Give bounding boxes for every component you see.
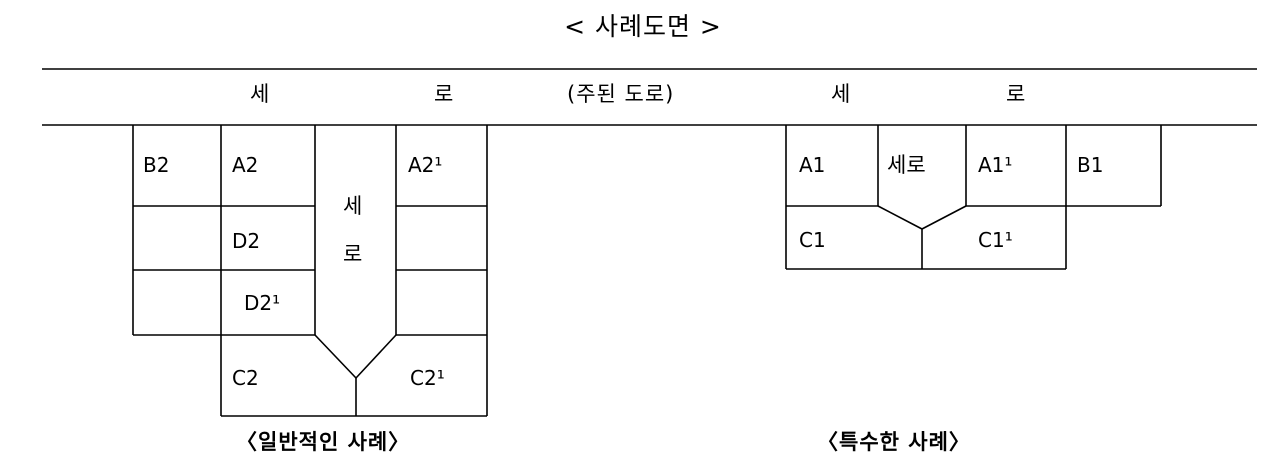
cell-a1-prime: A1¹ [978,153,1013,177]
main-road-label-ro-right: 로 [1006,82,1027,106]
special-side-road-label: 세로 [887,153,926,177]
side-road-label-se: 세 [343,194,363,218]
cell-a1: A1 [799,153,826,177]
special-v-left [877,205,923,230]
cell-a2-prime: A2¹ [408,153,443,177]
general-case-caption: 〈일반적인 사례〉 [236,430,411,454]
cell-b1: B1 [1077,153,1104,177]
main-road-label-center: (주된 도로) [567,82,675,106]
general-v-left [314,334,357,379]
cell-c1: C1 [799,228,826,252]
diagram-title: < 사례도면 > [564,12,722,41]
cell-a2: A2 [232,153,259,177]
main-road-label-se-right: 세 [831,82,852,106]
side-road-label-ro: 로 [343,242,363,266]
cell-d2: D2 [232,229,261,253]
general-v-right [355,334,397,379]
main-road-label-se-left: 세 [250,82,271,106]
cell-c2-prime: C2¹ [410,366,445,390]
special-v-right [921,205,967,230]
cell-d2-prime: D2¹ [244,291,281,315]
cell-c1-prime: C1¹ [978,228,1013,252]
main-road-label-ro-left: 로 [434,82,455,106]
cell-b2: B2 [143,153,170,177]
cell-c2: C2 [232,366,259,390]
special-case-caption: 〈특수한 사례〉 [817,430,971,454]
